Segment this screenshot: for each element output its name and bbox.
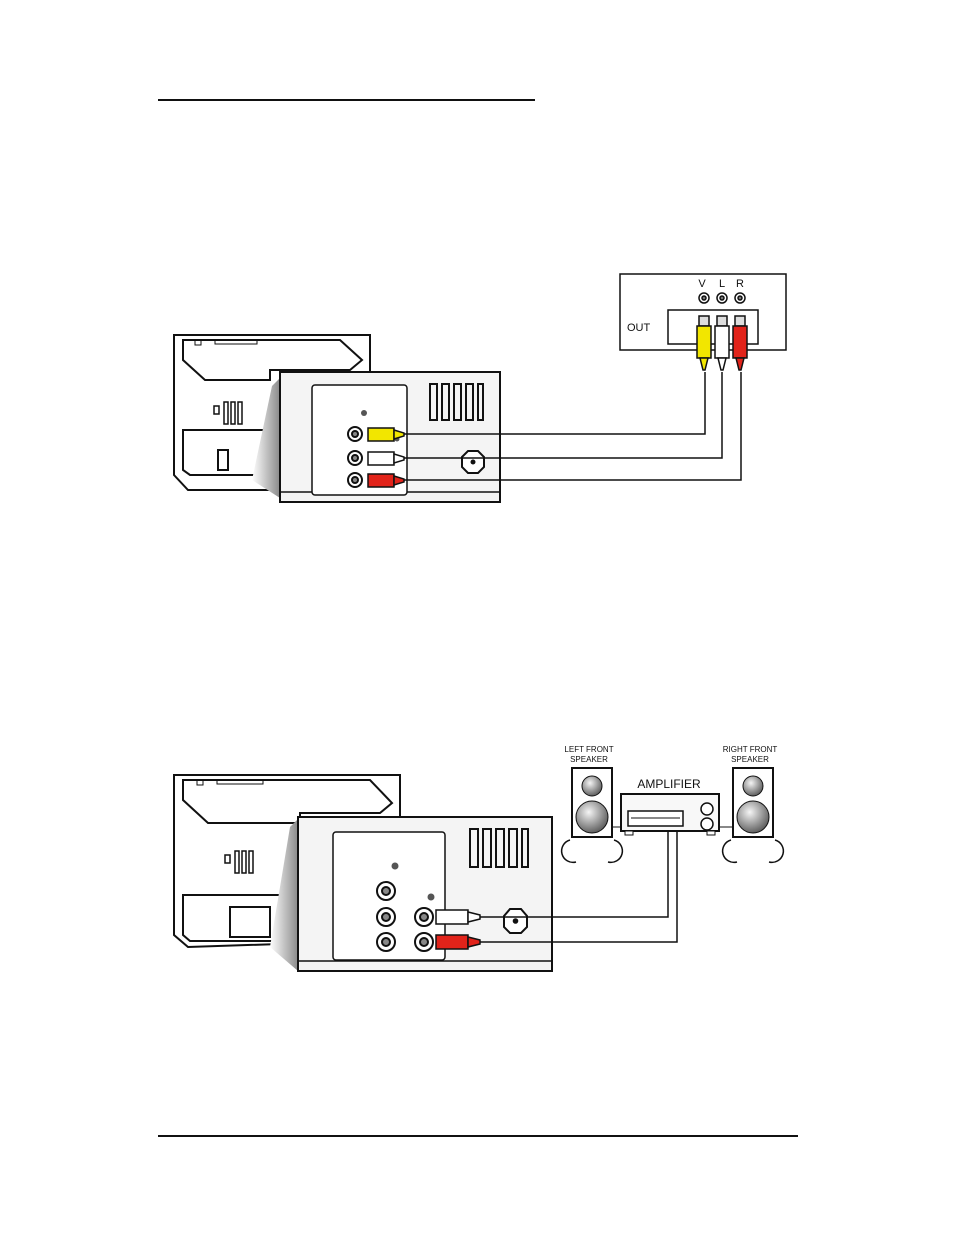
panel-led-icon: [392, 863, 399, 870]
tv-to-source-connection-diagram: V L R OUT: [0, 260, 954, 520]
amplifier-label: AMPLIFIER: [637, 777, 701, 791]
right-speaker-icon: [723, 768, 784, 862]
jack-label-r: R: [736, 278, 744, 290]
left-speaker-label-line1: LEFT FRONT: [564, 745, 613, 754]
rf-connector-icon: [504, 909, 527, 933]
jack-label-v: V: [698, 278, 706, 290]
tv-input-jacks: [348, 427, 362, 487]
bottom-rule: [158, 1135, 798, 1137]
amplifier-icon: [621, 794, 719, 835]
right-speaker-label-line1: RIGHT FRONT: [723, 745, 778, 754]
tv-to-amplifier-connection-diagram: LEFT FRONT SPEAKER RIGHT FRONT SPEAKER A…: [0, 735, 954, 985]
left-speaker-icon: [562, 768, 623, 862]
tv-vents: [214, 402, 242, 424]
jack-label-l: L: [719, 278, 725, 290]
right-speaker-label-line2: SPEAKER: [731, 755, 769, 764]
panel-led-icon: [361, 410, 367, 416]
tv-vents: [225, 851, 253, 873]
top-rule: [158, 99, 535, 101]
rf-connector-icon: [462, 451, 484, 473]
source-plugs: [697, 316, 747, 370]
zoom-shading: [252, 378, 280, 498]
out-label: OUT: [627, 322, 651, 334]
left-speaker-label-line2: SPEAKER: [570, 755, 608, 764]
tv-input-jacks: [377, 882, 395, 951]
source-jacks-top: [699, 293, 745, 303]
